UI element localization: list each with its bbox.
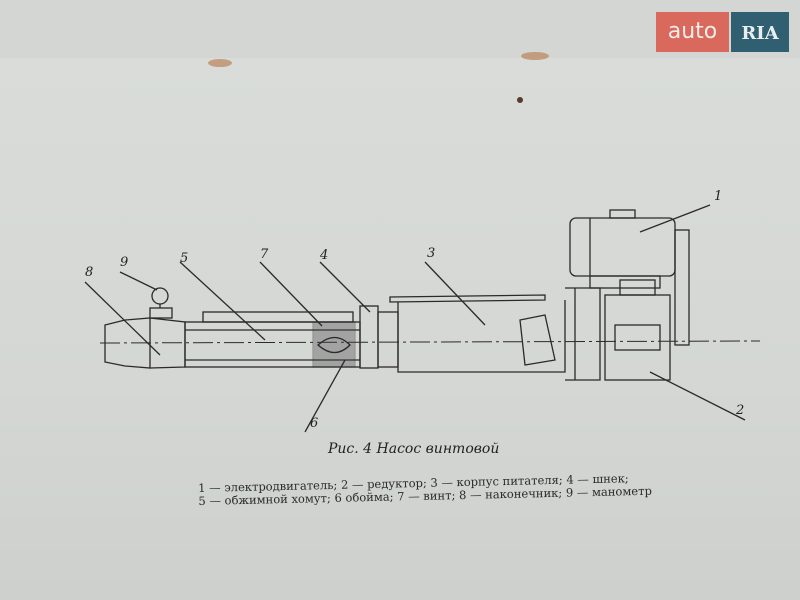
feeder-housing [389, 294, 566, 373]
watermark-auto: auto [656, 12, 729, 52]
label-1: 1 [714, 189, 722, 204]
label-6: 6 [310, 416, 318, 431]
label-9: 9 [120, 255, 128, 270]
nozzle [104, 307, 186, 369]
label-2: 2 [735, 403, 744, 418]
label-5: 5 [180, 251, 188, 266]
label-8: 8 [85, 265, 93, 280]
figure-caption: Рис. 4 Насос винтовой [328, 441, 500, 457]
frame [565, 287, 601, 381]
label-3: 3 [427, 246, 435, 261]
label-7: 7 [260, 247, 269, 262]
electric-motor [569, 209, 676, 289]
watermark-ria: RIA [731, 12, 789, 52]
manometer [151, 287, 169, 308]
label-4: 4 [319, 248, 328, 263]
auger-flange [359, 305, 379, 369]
gearbox [604, 279, 671, 381]
cage [312, 321, 356, 368]
belt-pulley [674, 229, 690, 346]
